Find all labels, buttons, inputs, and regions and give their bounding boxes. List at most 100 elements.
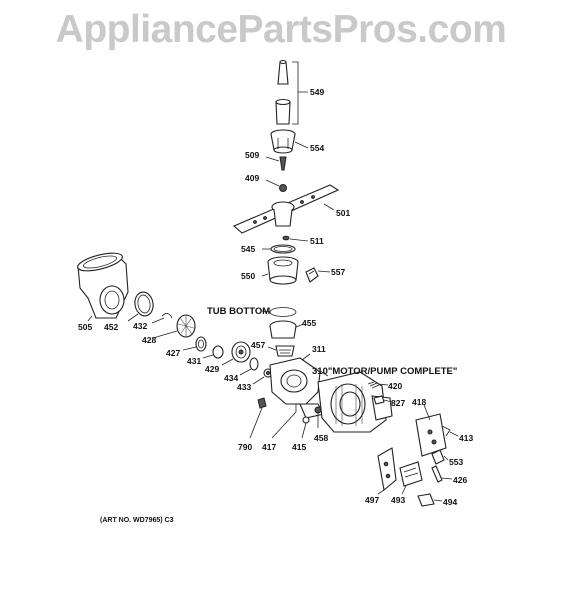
part-494-cap[interactable]: [417, 493, 435, 507]
part-458-plug[interactable]: [314, 406, 322, 414]
leader-409: [265, 179, 280, 187]
part-505-filter-housing[interactable]: [76, 250, 129, 319]
part-550-housing[interactable]: [267, 256, 299, 285]
part-457-seal[interactable]: [275, 345, 295, 357]
label-549: 549: [310, 87, 324, 97]
leader-tub-bottom: [261, 310, 271, 313]
part-511-clip[interactable]: [282, 235, 290, 241]
label-429: 429: [205, 364, 219, 374]
label-557: 557: [331, 267, 345, 277]
label-494: 494: [443, 497, 457, 507]
leader-433: [252, 376, 265, 385]
label-motor-pump-complete: 310"MOTOR/PUMP COMPLETE": [312, 366, 457, 377]
label-501: 501: [336, 208, 350, 218]
part-413-clip[interactable]: [441, 425, 451, 437]
leader-415: [301, 422, 307, 439]
part-554-cap[interactable]: [270, 129, 296, 154]
label-311: 311: [312, 344, 326, 354]
leader-554: [294, 141, 309, 149]
leader-310: [319, 370, 329, 377]
leader-553: [443, 455, 449, 461]
part-431-washer[interactable]: [212, 345, 224, 359]
part-434-seal[interactable]: [249, 357, 259, 371]
part-415-washer[interactable]: [302, 416, 310, 424]
label-tub-bottom: TUB BOTTOM: [207, 306, 270, 317]
leader-827: [383, 399, 393, 403]
part-790-screw[interactable]: [257, 397, 267, 409]
leader-509: [265, 156, 280, 162]
part-827-clip[interactable]: [373, 395, 385, 405]
leader-455: [295, 323, 305, 328]
leader-505: [87, 315, 93, 322]
leader-418: [423, 404, 431, 421]
motor-pump-assembly[interactable]: [317, 371, 393, 433]
label-434: 434: [224, 373, 238, 383]
leader-457: [267, 346, 277, 351]
part-493-switch[interactable]: [399, 461, 423, 487]
leader-432: [151, 317, 165, 324]
part-553-connector[interactable]: [431, 449, 445, 465]
leader-427: [182, 346, 197, 351]
label-432: 432: [133, 321, 147, 331]
leader-420: [377, 383, 389, 386]
leader-429: [221, 358, 234, 366]
part-428-impeller[interactable]: [176, 314, 196, 338]
part-426-pin[interactable]: [431, 465, 443, 483]
label-545: 545: [241, 244, 255, 254]
tub-bottom-ring: [269, 307, 297, 317]
label-415: 415: [292, 442, 306, 452]
label-553: 553: [449, 457, 463, 467]
part-545-gasket[interactable]: [270, 244, 296, 254]
part-429-impeller[interactable]: [231, 341, 251, 363]
label-509: 509: [245, 150, 259, 160]
leader-501: [323, 203, 335, 211]
part-418-bracket[interactable]: [415, 413, 447, 457]
part-452-clamp[interactable]: [133, 291, 155, 318]
label-433: 433: [237, 382, 251, 392]
label-827: 827: [391, 398, 405, 408]
watermark: AppliancePartsPros.com: [55, 8, 507, 51]
leader-413: [449, 431, 459, 437]
part-497-bracket[interactable]: [377, 447, 397, 492]
label-497: 497: [365, 495, 379, 505]
leader-452: [127, 313, 139, 322]
leader-497: [377, 489, 385, 495]
art-number: (ART NO. WD7965) C3: [100, 517, 174, 524]
part-432-pin[interactable]: [161, 313, 173, 319]
leader-550: [261, 273, 269, 277]
part-409-nut[interactable]: [279, 184, 287, 192]
label-418: 418: [412, 397, 426, 407]
part-501-spray-arm[interactable]: [232, 184, 340, 234]
part-433-washer[interactable]: [263, 368, 273, 378]
label-431: 431: [187, 356, 201, 366]
label-426: 426: [453, 475, 467, 485]
leader-493: [401, 485, 407, 495]
label-428: 428: [142, 335, 156, 345]
part-557-fitting[interactable]: [305, 267, 319, 283]
label-417: 417: [262, 442, 276, 452]
label-550: 550: [241, 271, 255, 281]
label-493: 493: [391, 495, 405, 505]
leader-417: [271, 411, 297, 439]
bracket-549: [292, 61, 308, 125]
part-549-tube[interactable]: [275, 59, 291, 125]
leader-428: [152, 330, 178, 339]
part-455-gasket[interactable]: [269, 320, 297, 339]
leader-511: [289, 238, 309, 242]
label-455: 455: [302, 318, 316, 328]
label-458: 458: [314, 433, 328, 443]
leader-494: [433, 499, 443, 502]
label-409: 409: [245, 173, 259, 183]
label-554: 554: [310, 143, 324, 153]
part-509-screw[interactable]: [279, 156, 287, 171]
label-790: 790: [238, 442, 252, 452]
part-427-ring[interactable]: [195, 336, 207, 352]
part-420-spring[interactable]: [367, 381, 380, 389]
label-505: 505: [78, 322, 92, 332]
leader-426: [441, 477, 453, 480]
leader-311: [301, 353, 311, 361]
label-427: 427: [166, 348, 180, 358]
label-413: 413: [459, 433, 473, 443]
leader-790: [249, 407, 263, 439]
